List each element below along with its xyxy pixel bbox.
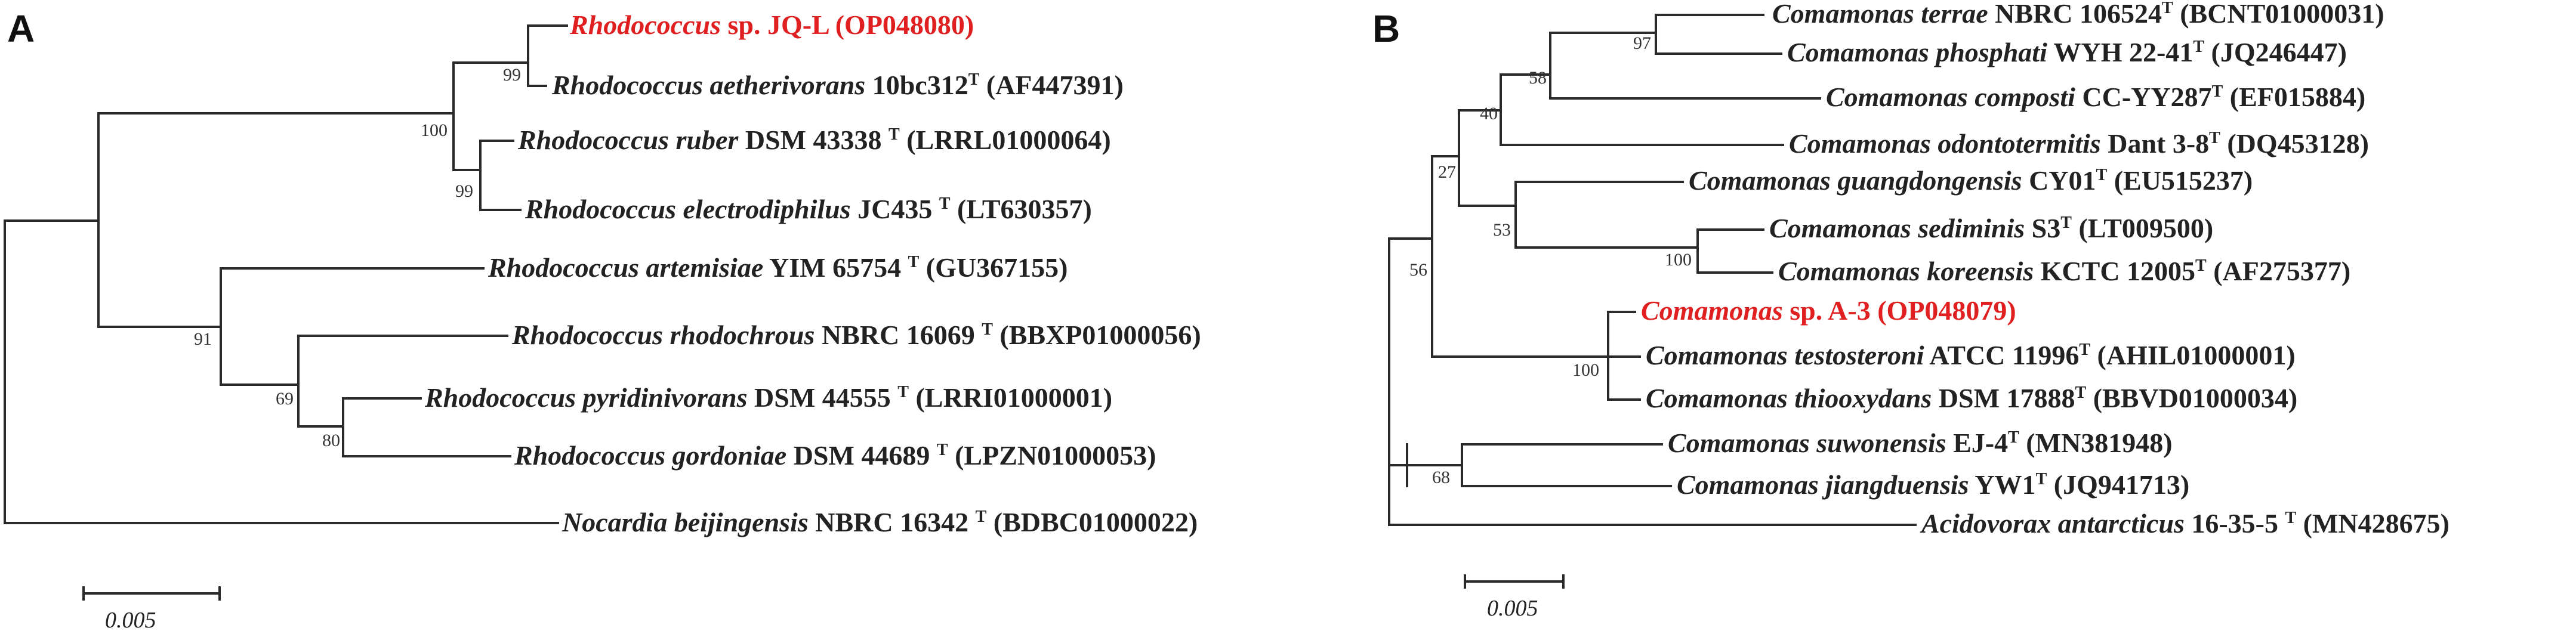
support-a-1: 99 bbox=[503, 65, 521, 85]
supports-a: 99 100 99 91 69 80 bbox=[194, 65, 521, 450]
support-b-8: 100 bbox=[1572, 360, 1599, 380]
leaf-a-4: Rhodococcus electrodiphilus JC435 T (LT6… bbox=[525, 194, 1092, 224]
panel-label-b: B bbox=[1372, 7, 1400, 50]
tree-b bbox=[1388, 14, 1917, 526]
scale-bar-b: 0.005 bbox=[1464, 574, 1565, 621]
support-b-9: 68 bbox=[1432, 468, 1450, 487]
support-a-6: 80 bbox=[322, 431, 340, 450]
support-a-5: 69 bbox=[276, 389, 294, 409]
leaf-b-5: Comamonas guangdongensis CY01T (EU515237… bbox=[1689, 165, 2253, 196]
panel-label-a: A bbox=[7, 7, 35, 50]
tree-a bbox=[4, 24, 568, 524]
support-b-2: 58 bbox=[1529, 68, 1547, 88]
scale-bar-a: 0.005 bbox=[82, 586, 221, 631]
scale-bar-a-label: 0.005 bbox=[105, 608, 156, 631]
leaf-a-1: Rhodococcus sp. JQ-L (OP048080) bbox=[569, 10, 974, 40]
leaf-a-3: Rhodococcus ruber DSM 43338 T (LRRL01000… bbox=[517, 125, 1111, 155]
support-b-6: 100 bbox=[1665, 250, 1692, 270]
leaf-b-4: Comamonas odontotermitis Dant 3-8T (DQ45… bbox=[1789, 128, 2369, 159]
leaf-a-5: Rhodococcus artemisiae YIM 65754 T (GU36… bbox=[488, 252, 1068, 283]
leaf-b-9: Comamonas testosteroni ATCC 11996T (AHIL… bbox=[1646, 340, 2296, 370]
leaf-b-10: Comamonas thiooxydans DSM 17888T (BBVD01… bbox=[1646, 383, 2297, 413]
leaf-b-3: Comamonas composti CC-YY287T (EF015884) bbox=[1826, 82, 2365, 112]
leaf-a-2: Rhodococcus aetherivorans 10bc312T (AF44… bbox=[551, 70, 1124, 100]
leaf-b-13: Acidovorax antarcticus 16-35-5 T (MN4286… bbox=[1920, 508, 2449, 539]
leaf-b-11: Comamonas suwonensis EJ-4T (MN381948) bbox=[1668, 428, 2173, 458]
leaf-b-2: Comamonas phosphati WYH 22-41T (JQ246447… bbox=[1787, 37, 2347, 67]
support-a-4: 91 bbox=[194, 329, 212, 349]
leaves-a: Rhodococcus sp. JQ-L (OP048080) Rhodococ… bbox=[424, 10, 1201, 537]
support-b-7: 56 bbox=[1409, 260, 1427, 280]
scale-bar-b-label: 0.005 bbox=[1487, 596, 1538, 621]
scale-bar-a-line bbox=[82, 586, 221, 601]
support-b-3: 40 bbox=[1480, 104, 1498, 123]
leaf-b-12: Comamonas jiangduensis YW1T (JQ941713) bbox=[1677, 469, 2189, 500]
supports-b: 97 58 40 27 53 100 56 100 68 bbox=[1409, 33, 1692, 487]
leaf-b-1: Comamonas terrae NBRC 106524T (BCNT01000… bbox=[1772, 0, 2384, 29]
leaf-b-7: Comamonas koreensis KCTC 12005T (AF27537… bbox=[1778, 256, 2350, 286]
leaf-b-8: Comamonas sp. A-3 (OP048079) bbox=[1641, 295, 2016, 326]
leaf-a-8: Rhodococcus gordoniae DSM 44689 T (LPZN0… bbox=[514, 440, 1156, 471]
leaf-a-6: Rhodococcus rhodochrous NBRC 16069 T (BB… bbox=[511, 320, 1201, 350]
leaf-a-9: Nocardia beijingensis NBRC 16342 T (BDBC… bbox=[562, 507, 1198, 537]
support-b-5: 53 bbox=[1493, 220, 1511, 240]
leaf-a-7: Rhodococcus pyridinivorans DSM 44555 T (… bbox=[424, 382, 1112, 413]
support-b-4: 27 bbox=[1438, 162, 1456, 182]
leaf-b-6: Comamonas sediminis S3T (LT009500) bbox=[1769, 213, 2213, 243]
support-a-2: 100 bbox=[421, 120, 448, 140]
support-a-3: 99 bbox=[455, 181, 473, 201]
support-b-1: 97 bbox=[1633, 33, 1651, 53]
leaves-b: Comamonas terrae NBRC 106524T (BCNT01000… bbox=[1641, 0, 2449, 539]
scale-bar-b-line bbox=[1464, 574, 1565, 589]
